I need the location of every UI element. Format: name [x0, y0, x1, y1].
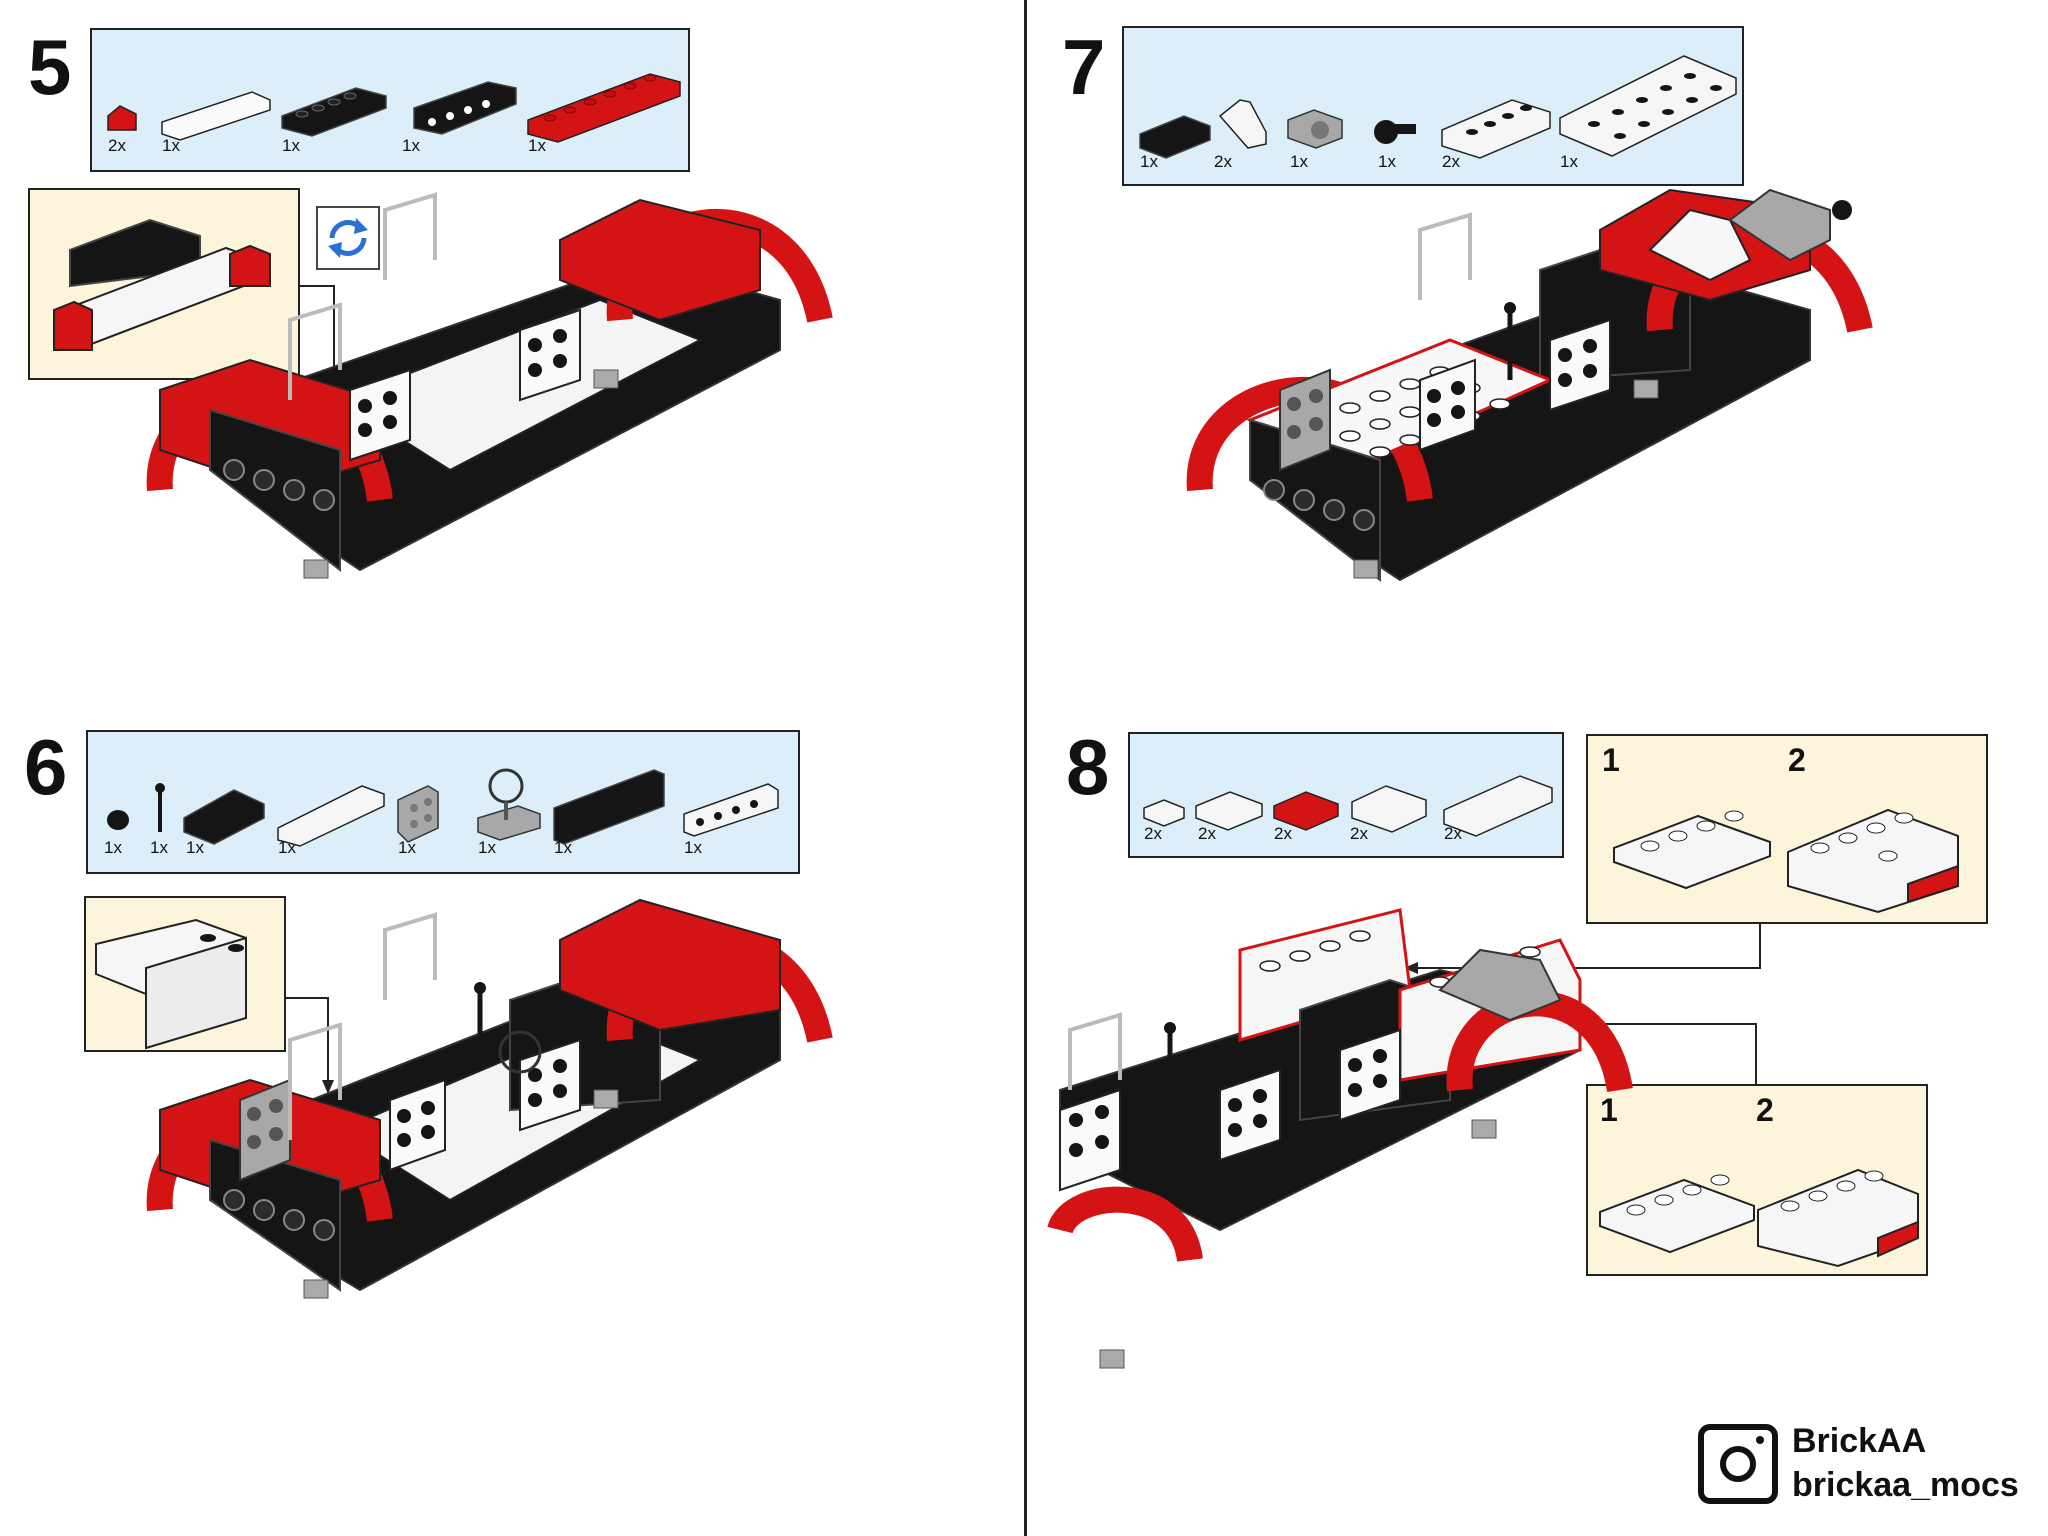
- model-render: [1047, 908, 1633, 1369]
- part-qty: 1x: [528, 136, 546, 155]
- part-qty: 1x: [1560, 152, 1578, 171]
- part-qty: 2x: [1444, 824, 1462, 843]
- rotate-icon: [316, 206, 380, 270]
- parts-list: 2x 1x 1x 1x 1x: [90, 28, 690, 172]
- part-qty: 1x: [278, 838, 296, 857]
- part-qty: 1x: [1290, 152, 1308, 171]
- part-qty: 2x: [108, 136, 126, 155]
- substep-number: 2: [1756, 1092, 1774, 1128]
- parts-illustrations: [1143, 775, 1553, 837]
- part-qty: 1x: [162, 136, 180, 155]
- part-qty: 1x: [104, 838, 122, 857]
- step-number: 6: [24, 723, 68, 811]
- part-qty: 2x: [1350, 824, 1368, 843]
- model-render: [146, 898, 833, 1299]
- part-qty: 1x: [1378, 152, 1396, 171]
- part-qty: 2x: [1144, 824, 1162, 843]
- substep-illustrations: [1613, 808, 1959, 914]
- part-qty: 1x: [478, 838, 496, 857]
- part-qty: 1x: [1140, 152, 1158, 171]
- part-qty: 2x: [1274, 824, 1292, 843]
- parts-illustrations: [107, 73, 681, 143]
- parts-illustrations: [107, 768, 779, 847]
- part-qty: 1x: [554, 838, 572, 857]
- submodel-callout: [84, 896, 286, 1052]
- step-number: 5: [28, 23, 72, 111]
- part-qty: 1x: [398, 838, 416, 857]
- step-number: 7: [1062, 23, 1106, 111]
- substep-number: 1: [1602, 742, 1620, 778]
- submodel-callout-top: 1 2: [1586, 734, 1988, 924]
- part-qty: 1x: [402, 136, 420, 155]
- model-render: [1186, 188, 1873, 583]
- submodel-callout: [28, 188, 300, 380]
- vertical-divider: [1024, 0, 1027, 1536]
- brand-name: BrickAA: [1792, 1422, 1927, 1460]
- instagram-icon: [1698, 1424, 1778, 1504]
- parts-list: 1x 2x 1x 1x 2x 1x: [1122, 26, 1744, 186]
- part-qty: 2x: [1442, 152, 1460, 171]
- substep-number: 2: [1788, 742, 1806, 778]
- substep-number: 1: [1600, 1092, 1618, 1128]
- parts-list: 1x 1x 1x 1x 1x 1x 1x 1x: [86, 730, 800, 874]
- parts-illustrations: [1139, 55, 1737, 159]
- submodel-callout-bottom: 1 2: [1586, 1084, 1928, 1276]
- part-qty: 2x: [1214, 152, 1232, 171]
- submodel-illustration: [95, 918, 247, 1050]
- parts-list: 2x 2x 2x 2x 2x: [1128, 732, 1564, 858]
- step-number: 8: [1066, 723, 1110, 811]
- part-qty: 2x: [1198, 824, 1216, 843]
- part-qty: 1x: [150, 838, 168, 857]
- part-qty: 1x: [684, 838, 702, 857]
- model-render: [146, 192, 833, 579]
- part-qty: 1x: [282, 136, 300, 155]
- submodel-illustration: [53, 218, 271, 351]
- substep-illustrations: [1599, 1168, 1919, 1268]
- brand-handle: brickaa_mocs: [1792, 1466, 2019, 1504]
- part-qty: 1x: [186, 838, 204, 857]
